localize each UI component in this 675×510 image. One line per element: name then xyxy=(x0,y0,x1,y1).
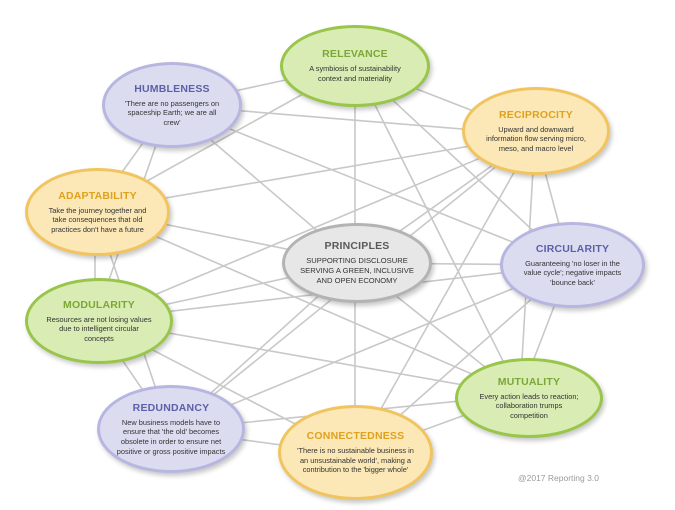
node-title: REDUNDANCY xyxy=(132,401,210,414)
copyright-credit: @2017 Reporting 3.0 xyxy=(518,473,599,483)
node-title: MUTUALITY xyxy=(497,375,561,388)
node-description: Upward and downward information flow ser… xyxy=(486,124,586,153)
center-title: PRINCIPLES xyxy=(324,240,390,253)
node-description: Take the journey together and take conse… xyxy=(48,205,147,234)
node-title: MODULARITY xyxy=(63,298,135,311)
connection-line xyxy=(94,209,521,396)
node-mutuality: MUTUALITY Every action leads to reaction… xyxy=(455,358,603,438)
center-text: SUPPORTING DISCLOSURE SERVING A GREEN, I… xyxy=(300,256,414,285)
node-title: ADAPTABILITY xyxy=(58,189,137,202)
node-adaptability: ADAPTABILITY Take the journey together a… xyxy=(25,168,170,256)
node-title: CONNECTEDNESS xyxy=(306,430,405,443)
connection-line xyxy=(94,134,536,321)
node-title: RELEVANCE xyxy=(322,48,388,61)
node-redundancy: REDUNDANCY New business models have to e… xyxy=(97,385,245,473)
node-description: A symbiosis of sustainability context an… xyxy=(309,64,401,83)
node-title: RECIPROCITY xyxy=(499,108,573,121)
node-circularity: CIRCULARITY Guaranteeing 'no loser in th… xyxy=(500,222,645,308)
node-description: New business models have to ensure that … xyxy=(116,417,226,456)
node-description: Guaranteeing 'no loser in the value cycl… xyxy=(523,258,622,287)
connection-line xyxy=(354,134,536,456)
node-description: Every action leads to reaction; collabor… xyxy=(479,391,579,420)
node-description: 'There is no sustainable business in an … xyxy=(297,446,414,475)
node-description: 'There are no passengers on spaceship Ea… xyxy=(124,98,220,127)
node-reciprocity: RECIPROCITY Upward and downward informat… xyxy=(462,87,610,175)
node-description: Resources are not losing values due to i… xyxy=(46,314,152,343)
connection-line xyxy=(169,264,571,431)
connection-line xyxy=(94,134,536,211)
center-node-principles: PRINCIPLES SUPPORTING DISCLOSURE SERVING… xyxy=(282,223,432,303)
node-relevance: RELEVANCE A symbiosis of sustainability … xyxy=(280,25,430,107)
node-connectedness: CONNECTEDNESS 'There is no sustainable b… xyxy=(278,405,433,500)
connection-line xyxy=(354,64,521,396)
node-humbleness: HUMBLENESS 'There are no passengers on s… xyxy=(102,62,242,148)
node-modularity: MODULARITY Resources are not losing valu… xyxy=(25,278,173,364)
node-title: HUMBLENESS xyxy=(134,82,210,95)
node-title: CIRCULARITY xyxy=(535,242,610,255)
